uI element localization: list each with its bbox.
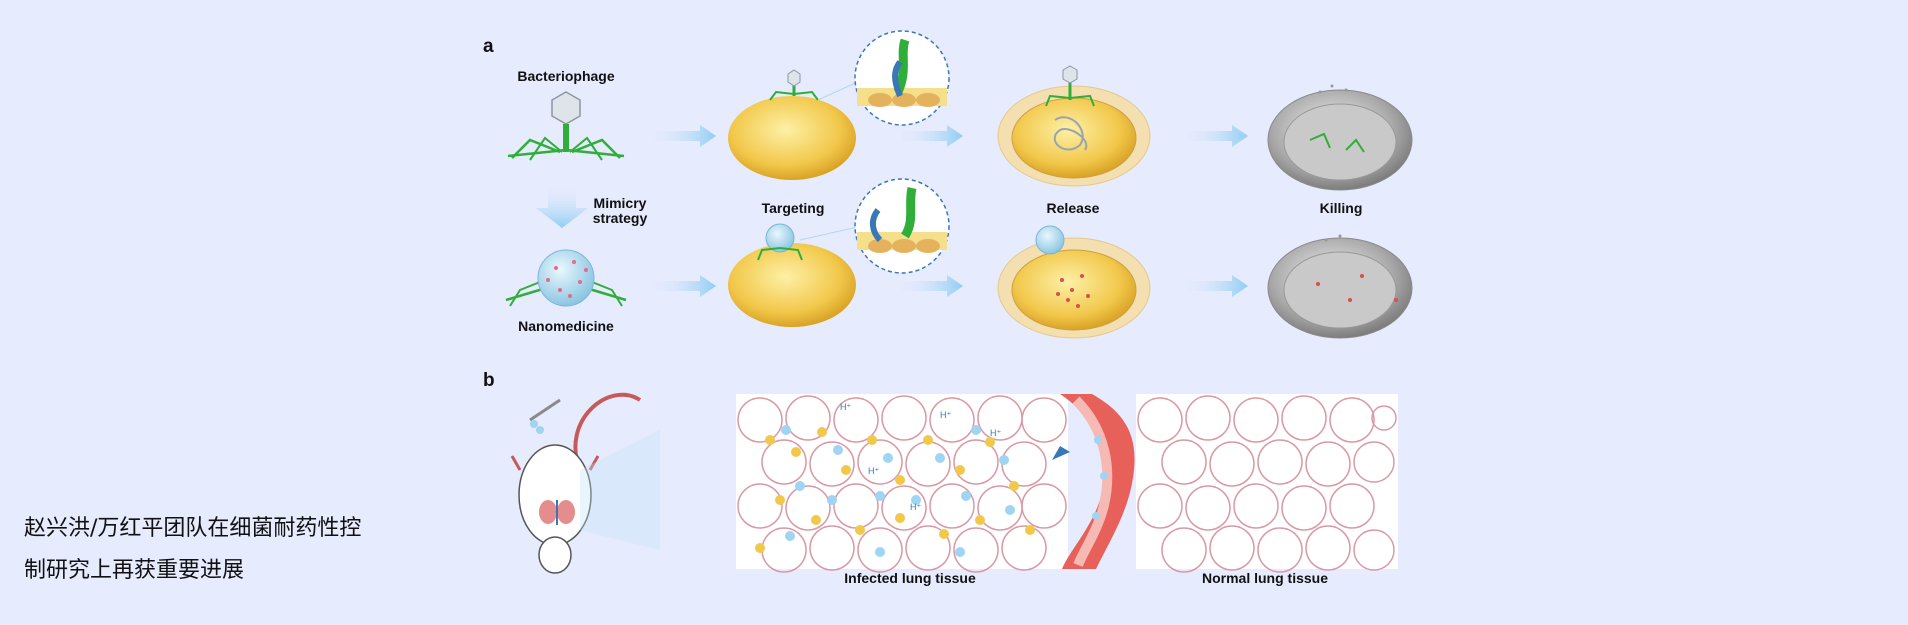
bacteriophage-icon	[507, 91, 625, 161]
blood-vessel	[1052, 394, 1135, 569]
label-mimicry-line1: Mimicry	[593, 195, 647, 211]
label-mimicry-strategy: Mimicry strategy	[580, 196, 660, 226]
targeting-bacterium-bottom	[728, 223, 856, 327]
arrow-row1	[648, 125, 1248, 147]
label-mimicry-line2: strategy	[592, 210, 648, 226]
caption-line1: 赵兴洪/万红平团队在细菌耐药性控	[24, 516, 362, 541]
news-caption: 赵兴洪/万红平团队在细菌耐药性控 制研究上再获重要进展	[24, 508, 361, 592]
nanomedicine-icon	[505, 249, 627, 307]
release-bacterium-top	[997, 65, 1151, 187]
arrow-row2	[648, 275, 1248, 297]
label-bacteriophage: Bacteriophage	[517, 68, 615, 84]
label-normal-lung: Normal lung tissue	[1201, 570, 1329, 586]
killing-bacterium-bottom	[1267, 234, 1413, 339]
panel-b-letter: b	[483, 370, 495, 391]
proton-label: H⁺	[910, 502, 921, 512]
panel-a-letter: a	[483, 36, 494, 57]
killing-bacterium-top	[1267, 84, 1413, 191]
targeting-zoom-top	[817, 30, 950, 126]
label-release: Release	[1046, 200, 1100, 216]
release-bacterium-bottom	[997, 225, 1151, 339]
proton-label: H⁺	[990, 428, 1001, 438]
label-killing: Killing	[1319, 200, 1363, 216]
label-nanomedicine: Nanomedicine	[518, 318, 614, 334]
proton-label: H⁺	[940, 410, 951, 420]
label-infected-lung: Infected lung tissue	[844, 570, 976, 586]
label-targeting: Targeting	[761, 200, 825, 216]
targeting-zoom-bottom	[799, 178, 950, 274]
targeting-bacterium-top	[728, 69, 856, 180]
infected-lung-tissue	[736, 394, 1068, 573]
mouse-icon	[510, 392, 660, 574]
proton-label: H⁺	[868, 466, 879, 476]
normal-lung-tissue	[1136, 394, 1398, 573]
mimicry-down-arrow	[536, 188, 588, 228]
proton-label: H⁺	[840, 402, 851, 412]
caption-line2: 制研究上再获重要进展	[24, 558, 245, 583]
